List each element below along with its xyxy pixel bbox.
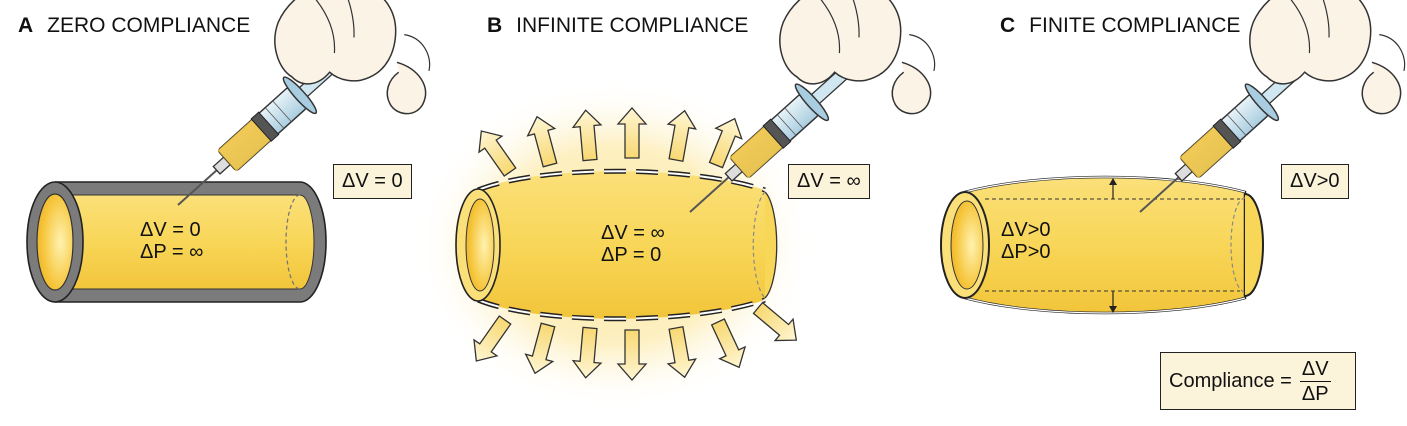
volume-label-box-a: ΔV = 0 bbox=[333, 164, 412, 199]
panel-letter: C bbox=[1000, 14, 1016, 37]
delta-p-text: ΔP = ∞ bbox=[140, 241, 204, 263]
expansion-marker-bottom bbox=[1109, 291, 1117, 313]
volume-label-box-b: ΔV = ∞ bbox=[788, 164, 870, 199]
delta-v-text: ΔV = ∞ bbox=[601, 222, 665, 244]
tube-opening bbox=[465, 198, 495, 292]
volume-label-box-c: ΔV>0 bbox=[1281, 164, 1349, 199]
panel-letter: A bbox=[18, 14, 34, 37]
formula-denominator: ΔP bbox=[1301, 382, 1329, 405]
panel-title-text: INFINITE COMPLIANCE bbox=[516, 14, 749, 37]
panel-title-text: ZERO COMPLIANCE bbox=[47, 14, 251, 37]
equations-a: ΔV = 0 ΔP = ∞ bbox=[140, 219, 203, 263]
volume-label: ΔV>0 bbox=[1290, 170, 1340, 192]
panel-title-b: B INFINITE COMPLIANCE bbox=[487, 14, 748, 38]
panel-b-artwork bbox=[415, 0, 944, 410]
delta-v-text: ΔV>0 bbox=[1001, 219, 1051, 241]
panel-title-text: FINITE COMPLIANCE bbox=[1029, 14, 1241, 37]
panel-c-artwork bbox=[940, 0, 1407, 315]
delta-p-text: ΔP = 0 bbox=[601, 244, 662, 266]
tube-opening bbox=[950, 200, 984, 290]
formula-fraction: ΔV ΔP bbox=[1299, 357, 1331, 405]
equations-b: ΔV = ∞ ΔP = 0 bbox=[601, 222, 665, 266]
delta-v-text: ΔV = 0 bbox=[140, 219, 201, 241]
compliance-formula-box: Compliance = ΔV ΔP bbox=[1160, 352, 1356, 410]
panel-letter: B bbox=[487, 14, 503, 37]
panel-title-a: A ZERO COMPLIANCE bbox=[18, 14, 250, 38]
panel-title-c: C FINITE COMPLIANCE bbox=[1000, 14, 1240, 38]
formula-numerator: ΔV bbox=[1299, 357, 1331, 382]
formula-label: Compliance = bbox=[1169, 369, 1292, 392]
delta-p-text: ΔP>0 bbox=[1001, 241, 1051, 263]
tube-opening bbox=[36, 193, 74, 291]
volume-label: ΔV = 0 bbox=[342, 170, 403, 192]
panel-a-artwork bbox=[26, 0, 439, 303]
expansion-marker-top bbox=[1109, 178, 1117, 199]
volume-label: ΔV = ∞ bbox=[797, 170, 861, 192]
equations-c: ΔV>0 ΔP>0 bbox=[1001, 219, 1051, 263]
